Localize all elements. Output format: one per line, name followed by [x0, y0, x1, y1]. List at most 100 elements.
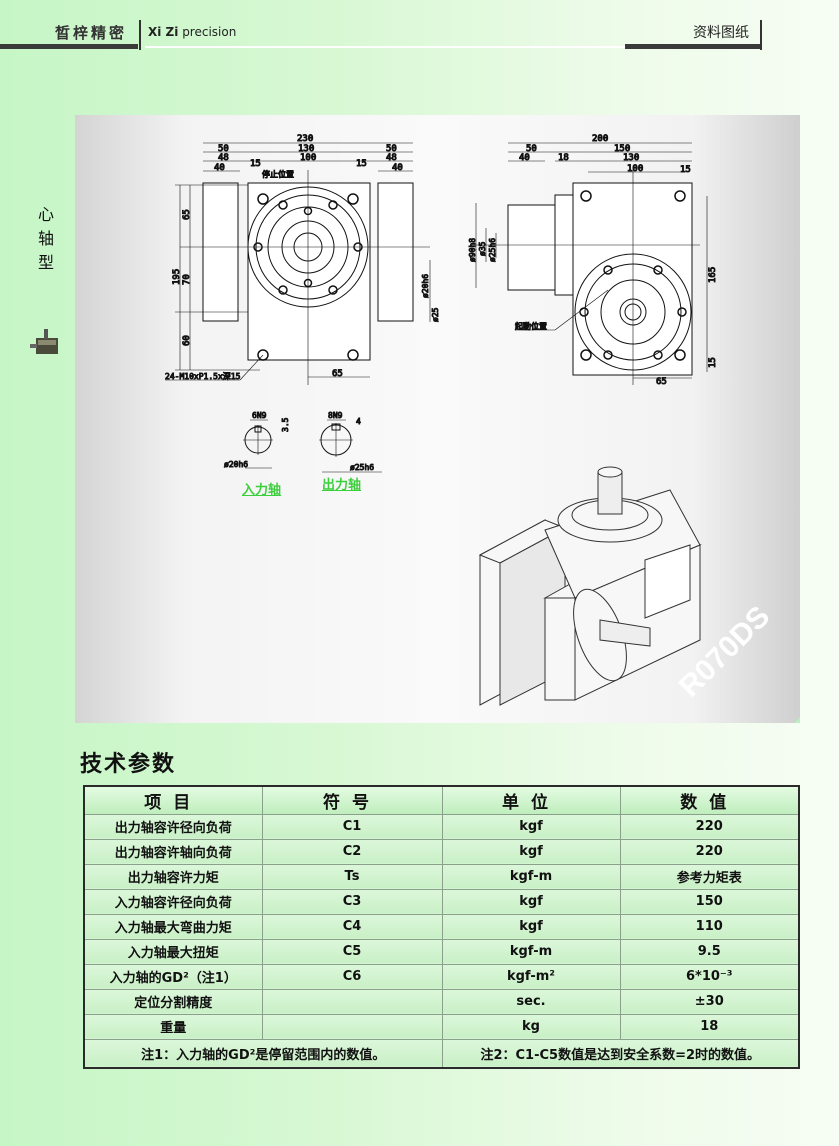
- cell-value: 9.5: [619, 938, 800, 965]
- col-header-symbol: 符号: [261, 785, 443, 815]
- side-view: 200 50 150 40 18 130 100 15 ø90h8 ø35 ø2…: [468, 134, 719, 388]
- header-rule: [145, 46, 625, 48]
- document-label: 资料图纸: [693, 25, 749, 41]
- cell-value: 110: [619, 913, 800, 940]
- dim-label: 165: [708, 267, 718, 283]
- dim-label: 150: [614, 144, 630, 154]
- dim-label: ø25h6: [488, 238, 497, 262]
- dim-label: 230: [297, 134, 313, 144]
- dim-label: 48: [218, 153, 229, 163]
- brand-en-main: Xi Zi: [148, 25, 179, 39]
- dim-label: 65: [656, 377, 667, 387]
- cell-unit: kg: [441, 1013, 621, 1040]
- cell-unit: kgf: [441, 913, 621, 940]
- cell-unit: kgf-m: [441, 863, 621, 890]
- category-label: 心轴型: [37, 205, 54, 272]
- key-depth-label: 4: [356, 417, 361, 426]
- start-position-note: 起動位置: [515, 321, 547, 331]
- cell-value: 150: [619, 888, 800, 915]
- dim-label: 15: [680, 165, 691, 175]
- dim-label: 15: [356, 159, 367, 169]
- cell-symbol: [261, 988, 443, 1015]
- dim-label: ø35: [478, 241, 487, 256]
- cell-symbol: C3: [261, 888, 443, 915]
- cell-symbol: C2: [261, 838, 443, 865]
- brand-en-sub: precision: [182, 25, 237, 39]
- dim-label: 100: [627, 164, 643, 174]
- dim-label: ø20h6: [421, 274, 430, 298]
- col-header-unit: 单位: [441, 785, 621, 815]
- table-header: 项目 符号 单位 数值: [83, 785, 800, 815]
- cell-symbol: C1: [261, 813, 443, 840]
- dim-label: 70: [182, 274, 192, 285]
- dim-label: 40: [392, 163, 403, 173]
- col-header-value: 数值: [619, 785, 800, 815]
- dim-label: ø90h8: [468, 238, 477, 262]
- dim-label: 40: [519, 153, 530, 163]
- dim-label: 18: [558, 153, 569, 163]
- dim-label: 65: [332, 369, 343, 379]
- cell-unit: kgf: [441, 813, 621, 840]
- dim-label: ø25: [431, 307, 440, 322]
- dim-label: 48: [386, 153, 397, 163]
- header-divider-right: [760, 20, 762, 50]
- dim-label: 15: [708, 357, 718, 368]
- dim-label: 15: [250, 159, 261, 169]
- cell-symbol: [261, 1013, 443, 1040]
- brand-name-en: Xi Zi precision: [148, 25, 236, 39]
- cell-item: 入力轴最大弯曲力矩: [83, 913, 263, 940]
- cell-value: ±30: [619, 988, 800, 1015]
- dim-label: 40: [214, 163, 225, 173]
- header-divider: [139, 20, 141, 50]
- cell-value: 220: [619, 813, 800, 840]
- cell-value: 参考力矩表: [619, 863, 800, 890]
- stop-position-note: 停止位置: [262, 169, 294, 179]
- cell-item: 出力轴容许轴向负荷: [83, 838, 263, 865]
- cell-unit: kgf-m: [441, 938, 621, 965]
- cell-symbol: C5: [261, 938, 443, 965]
- cell-item: 定位分割精度: [83, 988, 263, 1015]
- dim-label: 195: [172, 269, 182, 285]
- cell-unit: kgf: [441, 838, 621, 865]
- note-1: 注1：入力轴的GD²是停留范围内的数值。: [83, 1038, 443, 1069]
- header-bar-left: [0, 44, 138, 49]
- cell-item: 入力轴容许径向负荷: [83, 888, 263, 915]
- thread-note: 24-M10xP1.5x深15: [165, 372, 241, 381]
- dim-label: 65: [182, 209, 192, 220]
- brand-name-cn: 晳梓精密: [55, 24, 128, 42]
- input-shaft-label: 入力轴: [242, 483, 282, 498]
- dim-label: 200: [592, 134, 608, 144]
- dim-label: 50: [386, 144, 397, 154]
- note-2: 注2：C1-C5数值是达到安全系数=2时的数值。: [441, 1038, 800, 1069]
- product-thumbnail-icon: [30, 329, 58, 354]
- dim-label: 60: [182, 335, 192, 346]
- front-view: 230 50 130 50 48 15 100 15 48 40 40 195 …: [165, 134, 441, 385]
- section-title: 技术参数: [80, 752, 177, 777]
- cell-unit: kgf-m²: [441, 963, 621, 990]
- key-width-label: 8N9: [328, 411, 343, 420]
- cell-value: 220: [619, 838, 800, 865]
- shaft-dia-label: ø25h6: [350, 463, 374, 472]
- cell-item: 重量: [83, 1013, 263, 1040]
- shaft-dia-label: ø20h6: [224, 460, 248, 469]
- dim-label: 130: [623, 153, 639, 163]
- dim-label: 100: [300, 153, 316, 163]
- dim-label: 50: [218, 144, 229, 154]
- key-depth-label: 3.5: [281, 417, 290, 432]
- cell-item: 出力轴容许力矩: [83, 863, 263, 890]
- cell-item: 入力轴的GD²（注1）: [83, 963, 263, 990]
- cell-unit: kgf: [441, 888, 621, 915]
- key-width-label: 6N9: [252, 411, 267, 420]
- cell-item: 入力轴最大扭矩: [83, 938, 263, 965]
- col-header-item: 项目: [83, 785, 263, 815]
- input-keyway-detail: 6N9 3.5 ø20h6: [224, 411, 291, 470]
- dim-label: 130: [298, 144, 314, 154]
